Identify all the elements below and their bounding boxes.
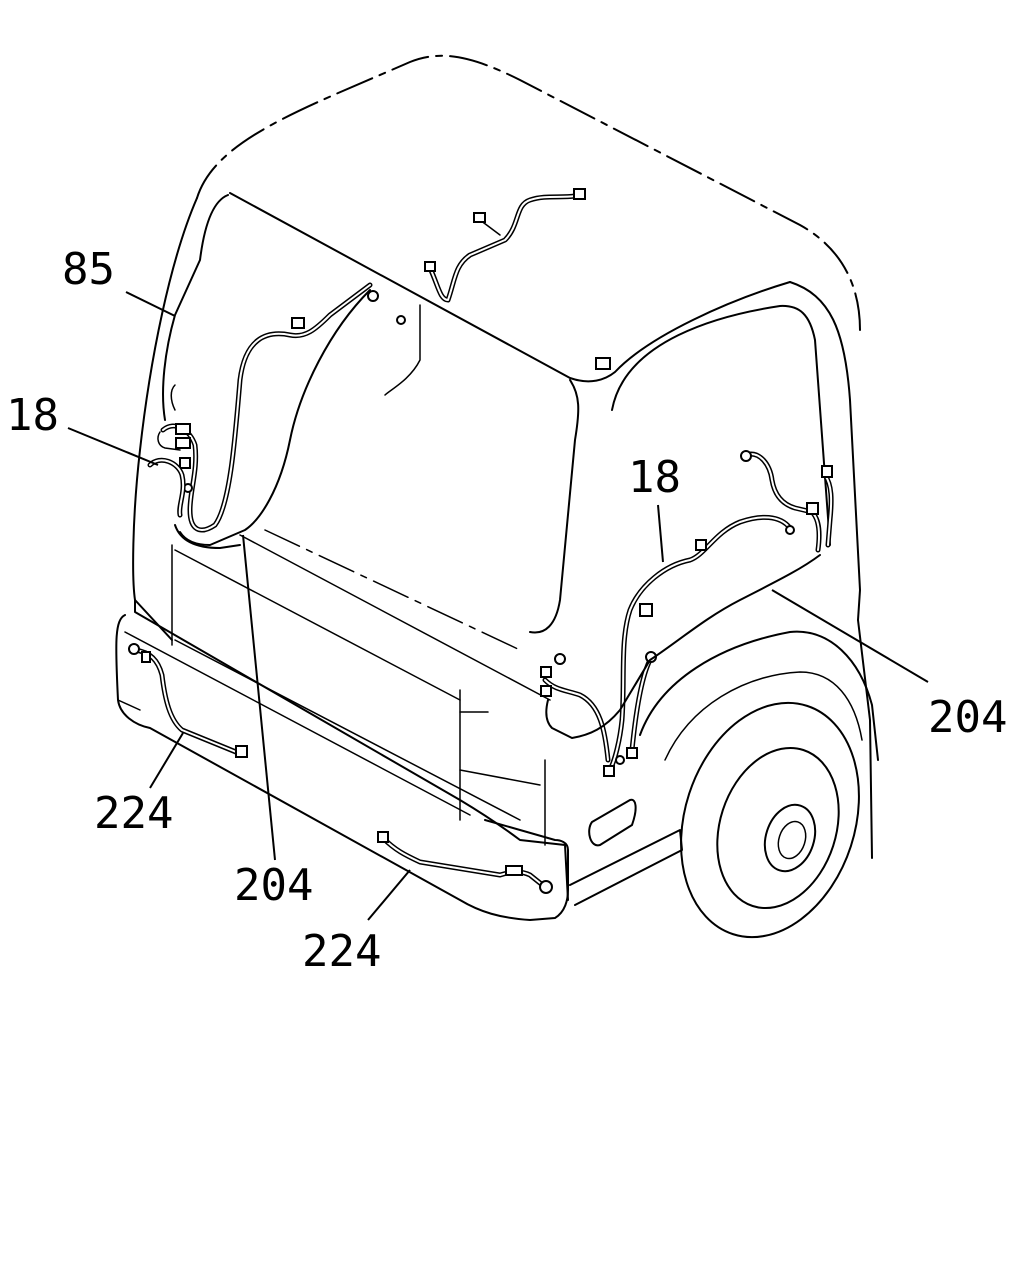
connector (603, 765, 615, 777)
harness-224-left (128, 643, 248, 758)
connector (785, 525, 795, 535)
connector (595, 357, 611, 370)
connector (540, 666, 552, 678)
callout-204-center: 204 (234, 860, 313, 911)
leader-lines (67, 291, 929, 921)
lamp-reflector (588, 798, 637, 847)
hub-center (777, 820, 807, 860)
back-wall-step-2 (459, 769, 541, 786)
callout-85: 85 (62, 244, 115, 295)
connector (175, 423, 191, 435)
connector (540, 685, 552, 697)
harness-18-right (540, 450, 834, 777)
callout-labels: 85 18 18 204 204 224 224 (6, 244, 1007, 977)
connector (179, 457, 191, 469)
harness-85-left (157, 282, 406, 533)
harness-224-center (377, 831, 553, 894)
rim-outer (716, 746, 840, 910)
roof-outline (196, 54, 861, 331)
rear-panel-edge (162, 194, 229, 421)
interior-panel (179, 289, 371, 546)
window-line (529, 379, 580, 634)
leader-18-left (67, 427, 159, 466)
callout-18-left: 18 (6, 390, 59, 441)
leader-18-right (657, 504, 664, 563)
leader-224-center (367, 869, 411, 921)
tire-outer (680, 701, 860, 939)
leader-224-left (149, 732, 184, 789)
leader-204-center (242, 534, 276, 861)
interior-panel-line-2 (384, 304, 421, 396)
connector (626, 747, 638, 759)
bumper-outline (115, 614, 569, 921)
callout-224-left: 224 (94, 788, 173, 839)
bumper-end-left (117, 699, 141, 711)
connector (639, 603, 653, 617)
rear-bumper (115, 614, 683, 921)
roof-front-edge (229, 192, 791, 383)
back-wall-line-1 (239, 534, 551, 701)
right-panel-cover (545, 554, 821, 739)
connector (505, 865, 523, 876)
connector (821, 465, 833, 478)
harness-roof (424, 188, 611, 370)
bumper-top-line (124, 631, 471, 816)
callout-224-center: 224 (302, 926, 381, 977)
cab-rear-right-edge (857, 619, 873, 859)
fender-arch (639, 630, 879, 761)
lower-body (134, 599, 569, 901)
connector (473, 212, 486, 223)
connector (615, 755, 625, 765)
connector (175, 437, 191, 449)
connector (695, 539, 707, 551)
connector (396, 315, 406, 325)
rear-left-pillar (132, 197, 198, 641)
side-step (569, 829, 683, 906)
connector (740, 450, 752, 462)
connector (128, 643, 140, 655)
harness-18-left (147, 457, 186, 518)
connector (141, 651, 151, 663)
leader-204-right (771, 589, 929, 683)
connector (573, 188, 586, 200)
connector (424, 261, 436, 272)
callout-204-right: 204 (928, 692, 1007, 743)
connector (291, 317, 305, 329)
left-panel-cover (174, 524, 241, 549)
wheel-assembly (588, 619, 879, 939)
connector (235, 745, 248, 758)
connector (367, 290, 379, 302)
cab-body (132, 54, 861, 901)
connector (806, 502, 819, 515)
connector (554, 653, 566, 665)
back-wall-line-3 (264, 529, 521, 651)
back-wall-line-2 (174, 549, 461, 701)
lower-body-inner (174, 639, 521, 821)
connector (377, 831, 389, 843)
front-right-pillar (789, 281, 861, 621)
connector (539, 880, 553, 894)
fender-arch-inner (664, 671, 863, 761)
callout-18-right: 18 (628, 452, 681, 503)
hub (763, 803, 817, 873)
leader-85 (125, 291, 176, 317)
door-opening (611, 304, 831, 546)
